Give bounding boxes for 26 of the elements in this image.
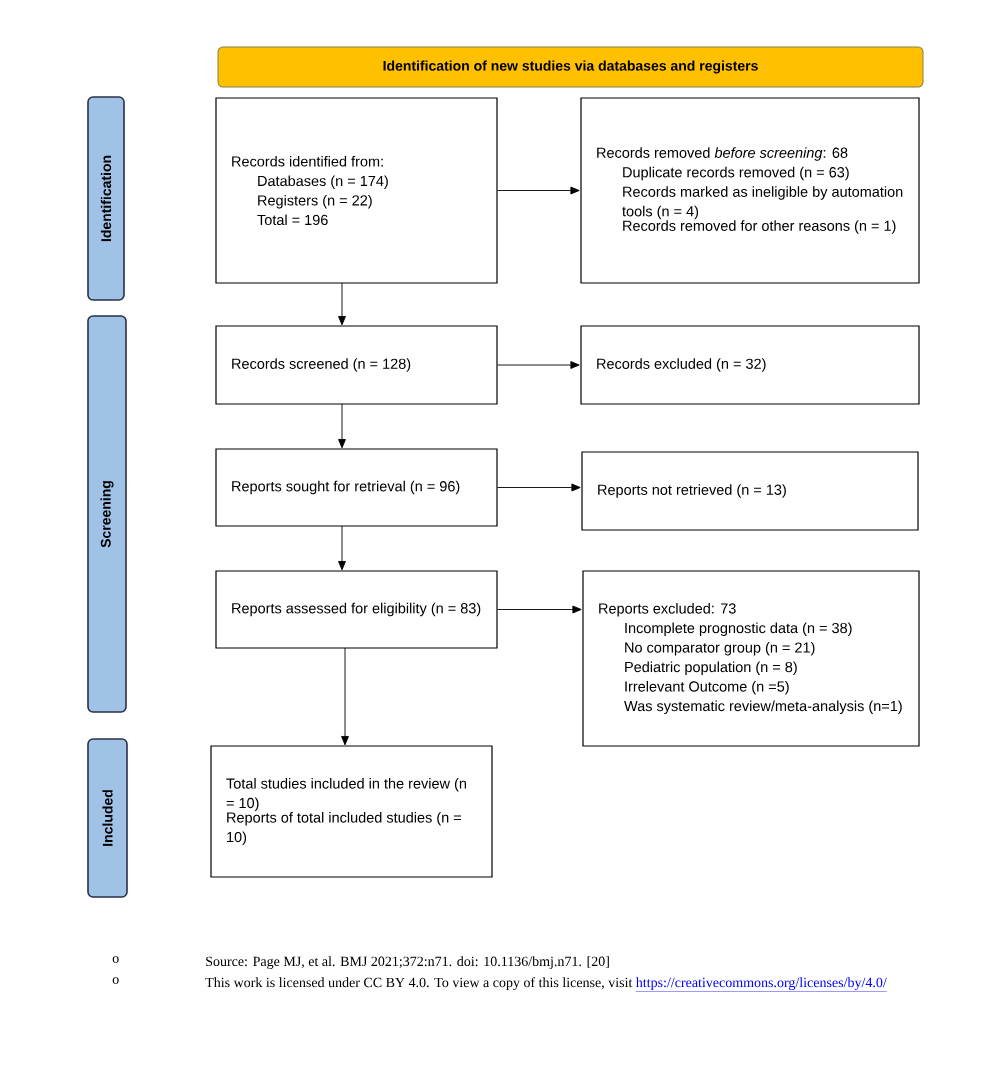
phase-label-bar: Screening — [87, 315, 127, 713]
process-box: Reports assessed for eligibility (n = 83) — [215, 570, 498, 649]
process-box: Records identified from: Databases (n = 174) Registers (n = 22) Total = 196 — [215, 97, 498, 284]
bullet-marker: o — [112, 956, 119, 963]
process-box: Records screened (n = 128) — [215, 325, 498, 405]
link: https://creativecommons.org/licenses/by/4.0/ — [635, 977, 887, 992]
arrow — [497, 186, 580, 195]
phase-label-bar: Identification — [87, 96, 125, 301]
process-box: Records excluded (n = 32) — [580, 325, 920, 405]
footnote-text: This work is licensed under CC BY 4.0. To view a copy of this license, visit — [205, 977, 633, 991]
arrow — [338, 282, 346, 326]
bullet-marker: o — [112, 977, 119, 984]
phase-banner: Identification of new studies via databases and registers — [217, 46, 924, 88]
arrow — [338, 403, 346, 449]
process-box: Total studies included in the review (n = 10) Reports of total included studies (n = 10) — [210, 745, 493, 878]
process-box: Reports excluded: 73 Incomplete prognostic data (n = 38) No comparator group (n = 21) Pediatric population (n = 8) Irrelevant Outcome (n =5) Was systematic review/meta-analysis (n=1) — [582, 570, 920, 747]
arrow — [338, 525, 346, 571]
arrow — [497, 605, 582, 614]
arrow — [497, 483, 581, 492]
process-box: Reports sought for retrieval (n = 96) — [215, 448, 498, 527]
footnote-text: Source: Page MJ, et al. BMJ 2021;372:n71. doi: 10.1136/bmj.n71. [20] — [206, 956, 609, 969]
process-box: Reports not retrieved (n = 13) — [581, 451, 919, 531]
phase-label-bar: Included — [87, 738, 128, 898]
process-box: Records removed before screening: 68 Duplicate records removed (n = 63) Records marked as ineligible by automation tools (n = 4) Records removed for other reasons (n = 1) — [580, 97, 920, 284]
arrow — [497, 361, 580, 369]
arrow — [341, 647, 349, 746]
